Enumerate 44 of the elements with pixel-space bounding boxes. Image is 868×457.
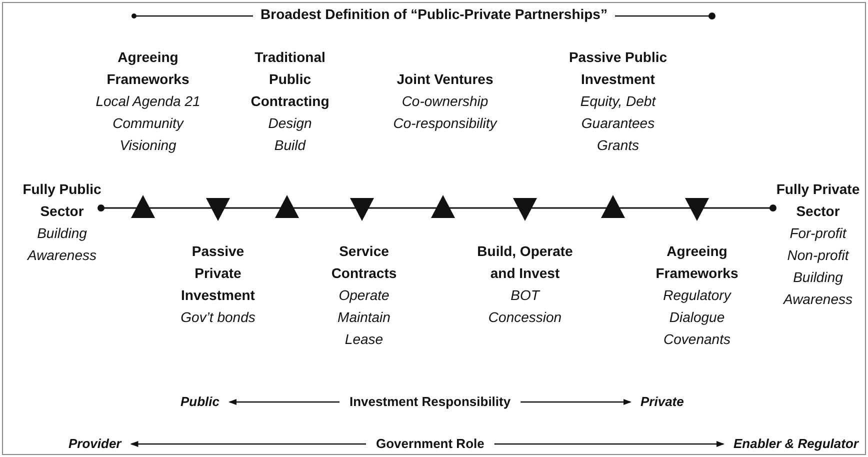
example-text: Building Awareness (782, 268, 854, 309)
example-text: For-profit (788, 224, 848, 243)
category-heading: Service Contracts (330, 242, 398, 283)
end-label: Public (180, 392, 220, 412)
example-text: Non-profit (786, 246, 850, 265)
example-text: Community (112, 114, 185, 133)
end-label: Provider (68, 434, 122, 454)
example-text: Operate (338, 286, 390, 305)
scale-label: Investment Responsibility (350, 392, 511, 412)
category-heading: Build, Operate and Invest (476, 242, 574, 283)
category-heading: Agreeing Frameworks (106, 48, 190, 89)
example-text: Co-responsibility (392, 114, 498, 133)
example-text: Grants (596, 136, 640, 155)
end-label: Enabler & Regulator (734, 434, 858, 454)
example-text: Equity, Debt (579, 92, 657, 111)
arrow (130, 441, 366, 447)
category-heading: Passive Private Investment (180, 242, 256, 305)
example-text: Lease (344, 330, 384, 349)
category-heading: Agreeing Frameworks (654, 242, 740, 283)
arrow (228, 399, 340, 405)
arrow (520, 399, 632, 405)
example-text: Covenants (662, 330, 732, 349)
category-heading: Traditional Public Contracting (250, 48, 330, 111)
example-text: Visioning (118, 136, 178, 155)
category-heading: Passive Public Investment (568, 48, 668, 89)
category-heading: Fully Public Sector (22, 180, 102, 221)
example-text: Gov’t bonds (180, 308, 256, 327)
example-text: Guarantees (580, 114, 656, 133)
example-text: Local Agenda 21 (94, 92, 202, 111)
example-text: BOT (510, 286, 542, 305)
example-text: Design (267, 114, 313, 133)
title: Broadest Definition of “Public-Private Partnerships” (252, 6, 616, 22)
example-text: Building Awareness (26, 224, 98, 265)
arrow (494, 441, 724, 447)
end-label: Private (640, 392, 684, 412)
category-heading: Fully Private Sector (775, 180, 861, 221)
example-text: Dialogue (668, 308, 726, 327)
scale-label: Government Role (376, 434, 484, 454)
example-text: Build (273, 136, 307, 155)
example-text: Co-ownership (400, 92, 490, 111)
example-text: Maintain (336, 308, 392, 327)
category-heading: Joint Ventures (396, 70, 494, 89)
example-text: Concession (487, 308, 563, 327)
example-text: Regulatory (662, 286, 732, 305)
